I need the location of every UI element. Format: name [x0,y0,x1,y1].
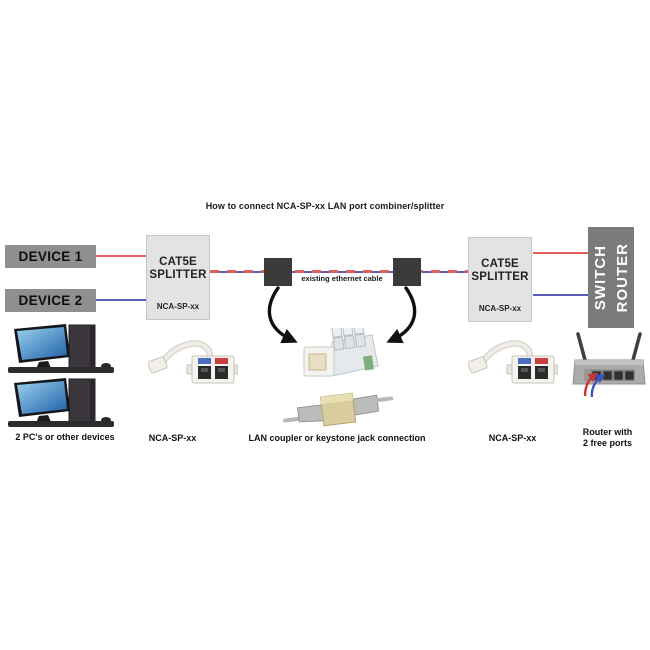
coupler-body-top [320,393,354,405]
pc-image-2 [8,378,114,427]
router-blue-arrow [590,373,606,398]
ethernet-cable-red-dashes [210,270,468,273]
dongle-blue-tag [198,358,211,364]
pc-mouse [101,363,111,369]
router-blue-line [533,294,588,296]
dongle-jack1-pins [521,368,528,372]
arrow-left [267,286,298,344]
keystone-jack-image [303,328,379,377]
caption-router: Router with 2 free ports [565,427,650,449]
device2-blue-line [96,299,146,301]
splitter-right-line1: CAT5E [481,258,519,270]
splitter-left-line1: CAT5E [159,256,197,268]
pc-screen [17,327,67,360]
splitter-left-box: CAT5E SPLITTER NCA-SP-xx [146,235,210,320]
splitter-dongle-right-image [468,340,558,384]
keystone-teeth [331,328,367,351]
caption-coupler: LAN coupler or keystone jack connection [248,433,426,443]
cable-label: existing ethernet cable [301,274,383,283]
splitter-dongle-left-image [148,340,238,384]
dongle-jack1-pins [201,368,208,372]
router-port-3 [613,370,624,381]
router-port-2 [602,370,613,381]
coupler-cable-right [374,396,394,403]
caption-router-line1: Router with [582,427,633,437]
router-body-top [575,360,643,365]
caption-splitter-left: NCA-SP-xx [148,433,197,443]
splitter-right-line2: SPLITTER [471,271,529,283]
dongle-jack-1 [518,366,531,379]
dongle-jack-2 [535,366,548,379]
device2-box: DEVICE 2 [5,289,96,312]
splitter-right-box: CAT5E SPLITTER NCA-SP-xx [468,237,532,322]
dongle-cable [480,341,532,366]
dongle-jack2-pins [218,368,225,372]
switch-label: SWITCH [591,244,609,311]
dongle-jack2-pins [538,368,545,372]
page-title: How to connect NCA-SP-xx LAN port combin… [205,201,445,211]
device1-red-line [96,255,146,257]
cable-connector-right [393,258,421,286]
keystone-port [308,353,327,371]
device1-box: DEVICE 1 [5,245,96,268]
dongle-jack-2 [215,366,228,379]
splitter-left-name: CAT5E SPLITTER [149,256,206,282]
caption-router-line2: 2 free ports [582,438,633,448]
pc-tower-side [90,325,95,368]
coupler-plug-right [352,394,380,416]
router-antenna-right [631,332,642,362]
splitter-left-model: NCA-SP-xx [156,302,200,311]
coupler-plug-left [297,404,326,423]
lan-coupler-image [283,392,394,427]
arrow-right [386,286,417,344]
pc-mouse [101,417,111,423]
pc-base [8,367,114,373]
dongle-blue-tag [518,358,531,364]
keystone-green-label [363,355,374,371]
splitter-right-name: CAT5E SPLITTER [471,258,528,284]
dongle-cable [160,341,212,366]
dongle-plug [468,356,488,374]
router-port-4 [624,370,635,381]
router-red-line [533,252,588,254]
splitter-right-model: NCA-SP-xx [478,304,522,313]
switch-router-box: SWITCH ROUTER [588,227,634,328]
dongle-jack-1 [198,366,211,379]
router-red-arrow [583,372,599,397]
curved-arrows [267,286,417,344]
cable-connector-left [264,258,292,286]
pc-image-1 [8,324,114,373]
coupler-cable-left [283,416,303,423]
pc-screen [17,381,67,414]
caption-pcs: 2 PC's or other devices [15,432,115,442]
dongle-plug [148,356,168,374]
router-image [572,332,646,398]
router-label: ROUTER [613,242,631,313]
dongle-red-tag [215,358,228,364]
pc-base [8,421,114,427]
caption-splitter-right: NCA-SP-xx [488,433,537,443]
dongle-red-tag [535,358,548,364]
router-antenna-left [576,332,587,362]
pc-tower-side [90,379,95,422]
splitter-left-line2: SPLITTER [149,269,207,281]
coupler-group [283,392,394,427]
